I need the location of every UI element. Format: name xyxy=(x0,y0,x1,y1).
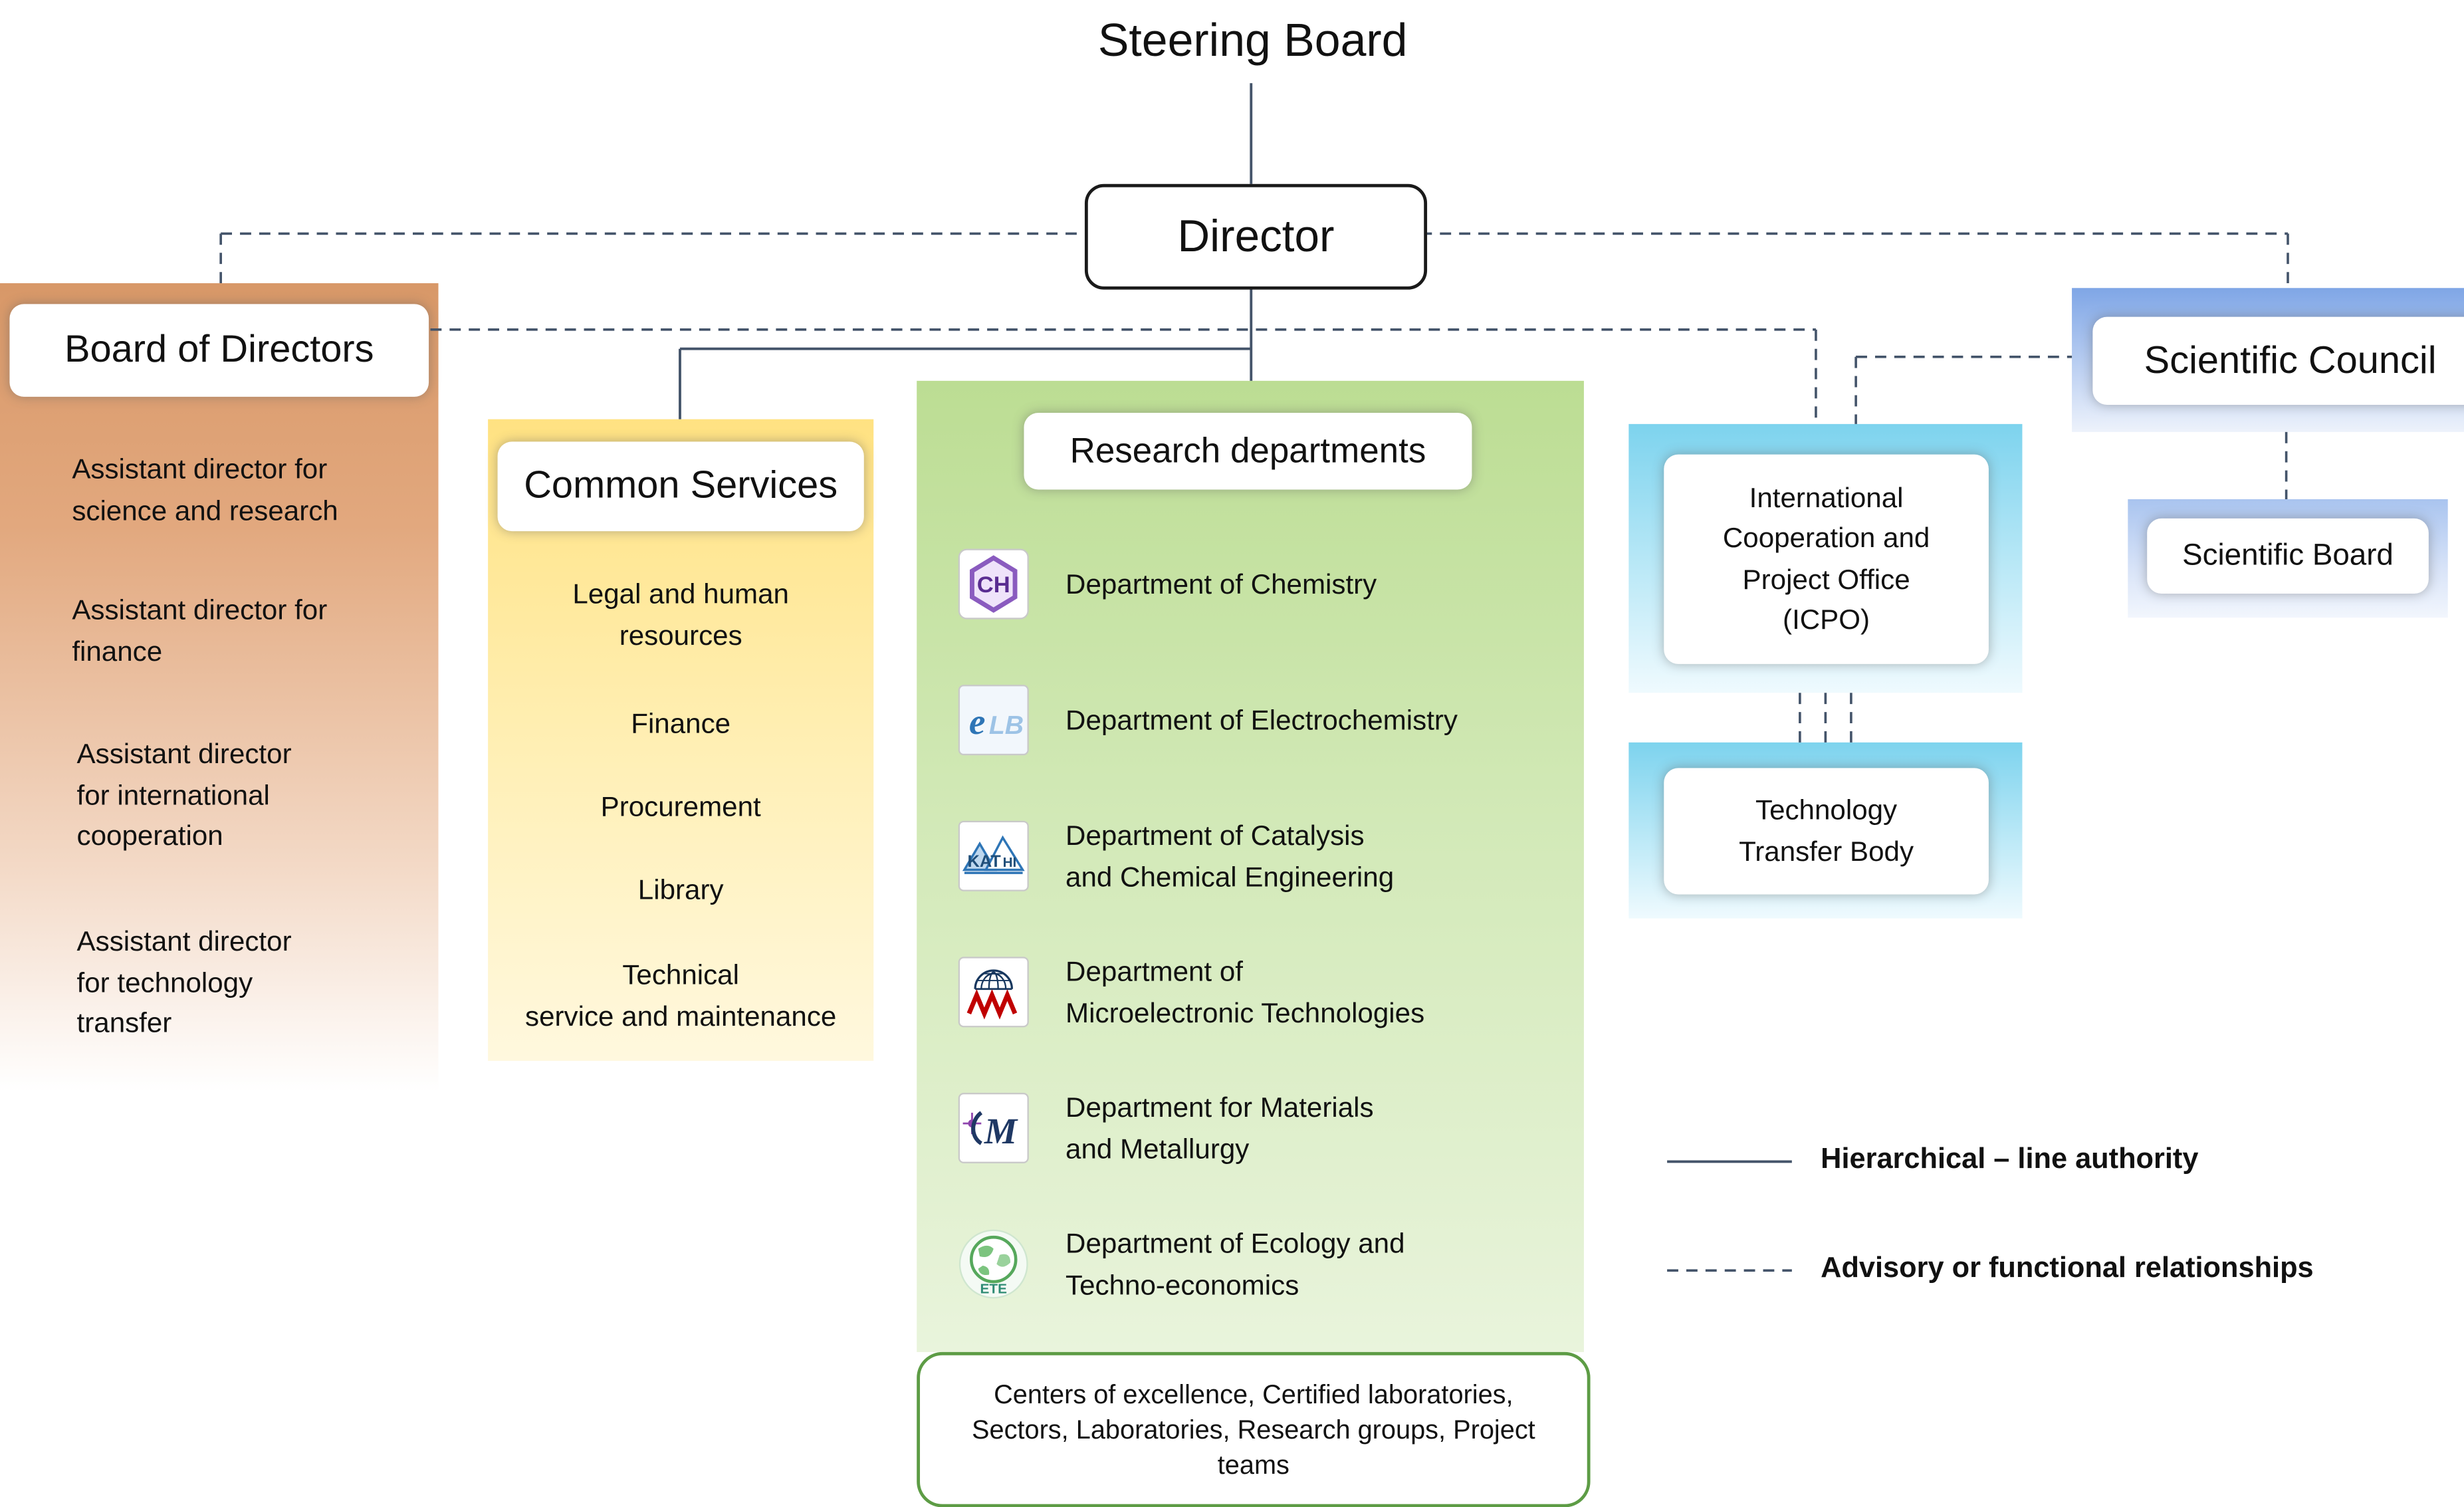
svg-text:CH: CH xyxy=(977,572,1010,598)
director-box: Director xyxy=(1084,183,1428,290)
legend-hierarchical-label: Hierarchical – line authority xyxy=(1821,1142,2199,1175)
department-row-chemistry: CH Department of Chemistry xyxy=(956,539,1561,629)
board-of-directors-title: Board of Directors xyxy=(9,304,429,397)
department-label: Department of Electrochemistry xyxy=(1065,704,1458,737)
technology-transfer-box: Technology Transfer Body xyxy=(1664,768,1989,895)
chemistry-icon: CH xyxy=(956,547,1030,621)
legend-advisory-label: Advisory or functional relationships xyxy=(1821,1251,2314,1284)
department-row-microelectronics: Department of Microelectronic Technologi… xyxy=(956,947,1561,1037)
research-departments-title: Research departments xyxy=(1024,413,1472,490)
scientific-council-box: Scientific Council xyxy=(2092,316,2464,405)
electrochemistry-icon: e LB xyxy=(956,683,1030,757)
svg-text:e: e xyxy=(969,701,986,742)
board-of-directors-panel xyxy=(0,283,439,1092)
icpo-box: International Cooperation and Project Of… xyxy=(1664,454,1989,664)
department-row-catalysis: KAT HI Department of Catalysis and Chemi… xyxy=(956,811,1561,901)
steering-board-title: Steering Board xyxy=(1097,16,1408,68)
scientific-board-box: Scientific Board xyxy=(2147,518,2429,594)
catalysis-icon: KAT HI xyxy=(956,819,1030,893)
research-units-footer: Centers of excellence, Certified laborat… xyxy=(917,1351,1591,1507)
board-item-finance: Assistant director for finance xyxy=(72,593,328,667)
department-row-ecology: ETE Department of Ecology and Techno-eco… xyxy=(956,1219,1561,1309)
board-item-science-research: Assistant director for science and resea… xyxy=(72,453,338,526)
common-services-title: Common Services xyxy=(497,441,864,532)
department-row-materials: M Department for Materials and Metallurg… xyxy=(956,1084,1561,1173)
materials-icon: M xyxy=(956,1092,1030,1165)
department-row-electrochemistry: e LB Department of Electrochemistry xyxy=(956,675,1561,765)
department-label: Department of Microelectronic Technologi… xyxy=(1065,955,1425,1029)
department-label: Department of Ecology and Techno-economi… xyxy=(1065,1227,1405,1301)
common-service-procurement: Procurement xyxy=(600,790,761,823)
microelectronics-icon xyxy=(956,955,1030,1029)
common-service-finance: Finance xyxy=(631,707,731,740)
svg-text:M: M xyxy=(984,1111,1018,1151)
department-label: Department for Materials and Metallurgy xyxy=(1065,1091,1374,1165)
svg-text:HI: HI xyxy=(1003,855,1017,870)
common-service-technical: Technical service and maintenance xyxy=(525,958,837,1032)
department-label: Department of Chemistry xyxy=(1065,568,1377,600)
department-label: Department of Catalysis and Chemical Eng… xyxy=(1065,819,1395,893)
ecology-icon: ETE xyxy=(956,1227,1030,1301)
common-service-library: Library xyxy=(637,873,724,906)
board-item-international-cooperation: Assistant director for international coo… xyxy=(76,737,292,852)
svg-text:ETE: ETE xyxy=(980,1281,1008,1296)
board-item-technology-transfer: Assistant director for technology transf… xyxy=(76,925,292,1039)
svg-text:LB: LB xyxy=(989,711,1024,740)
common-service-legal-hr: Legal and human resources xyxy=(572,577,789,651)
svg-text:KAT: KAT xyxy=(968,852,1002,871)
